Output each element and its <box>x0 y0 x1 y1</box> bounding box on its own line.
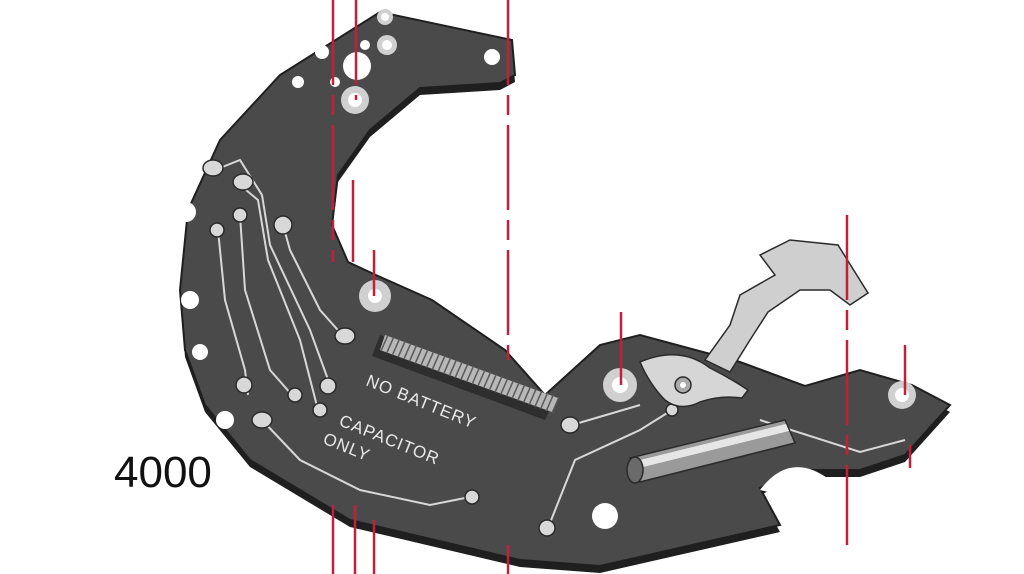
coil-turn <box>500 378 509 395</box>
coil-turn <box>511 382 520 399</box>
contact-arm <box>639 239 870 408</box>
cutout <box>760 467 830 500</box>
coil-turn <box>460 363 469 381</box>
coil-turn <box>397 340 406 358</box>
coil-turn <box>477 369 486 387</box>
coil-turn <box>494 376 503 393</box>
coil-turn <box>528 388 537 406</box>
coil-turn <box>517 384 526 401</box>
notch <box>181 291 199 309</box>
coil-turn <box>539 392 549 410</box>
coil-turn <box>431 353 440 370</box>
coil-turn <box>534 390 543 408</box>
coil-turn <box>465 365 475 383</box>
notch <box>192 344 208 360</box>
coil-turn <box>454 361 463 379</box>
notch <box>216 411 234 429</box>
coil-turn <box>505 380 515 397</box>
coil-turn <box>403 342 412 360</box>
coil-turn <box>408 345 418 362</box>
alignment-guides <box>331 0 912 574</box>
coil-turn <box>522 386 532 403</box>
coil-turn <box>482 371 492 389</box>
coil-spring <box>372 334 560 420</box>
coil-turn <box>471 367 480 385</box>
coil-turn <box>437 355 446 372</box>
coil-turn <box>391 338 401 356</box>
coil-turn <box>380 334 389 352</box>
coil-turn <box>551 396 560 414</box>
model-number-label: 4000 <box>114 448 212 497</box>
cylinder-capacitor <box>626 419 797 484</box>
coil-turn <box>545 394 554 412</box>
coil-turn <box>386 336 395 354</box>
solder-pads <box>202 159 679 537</box>
coil-turn <box>425 351 435 368</box>
coil-turn <box>414 347 423 364</box>
coil-turn <box>420 349 429 366</box>
coil-turn <box>448 359 458 377</box>
coil-turn <box>488 373 497 391</box>
notch <box>176 202 196 222</box>
coil-turn <box>443 357 452 375</box>
